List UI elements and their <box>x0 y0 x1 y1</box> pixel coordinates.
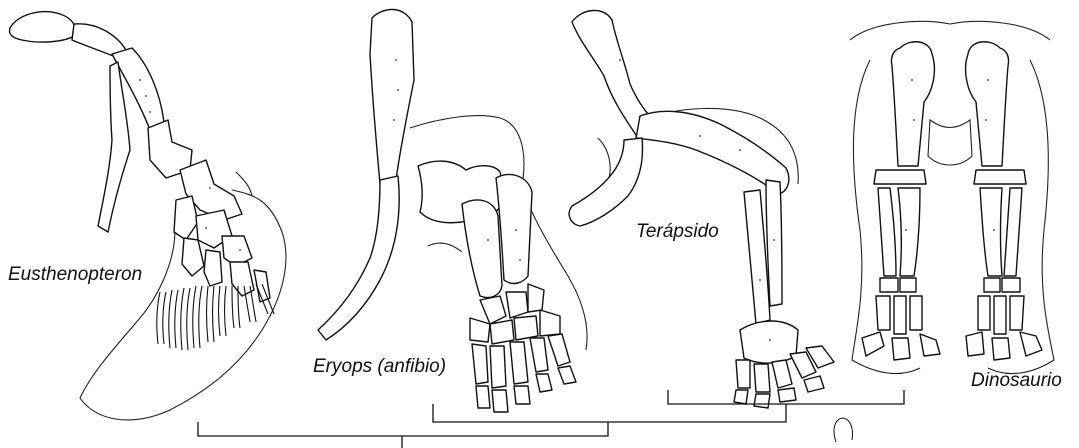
label-eryops: Eryops (anfibio) <box>313 356 446 377</box>
eusthenopteron-fin <box>10 12 286 420</box>
fin-rays <box>157 284 274 350</box>
label-terapsido: Terápsido <box>636 221 719 242</box>
label-eusthenopteron: Eusthenopteron <box>8 264 142 285</box>
terapsido-limb <box>569 10 834 408</box>
label-dinosaurio: Dinosaurio <box>971 370 1062 391</box>
corner-mark-icon <box>834 418 853 442</box>
eryops-limb <box>318 9 587 412</box>
dinosaurio-limbs <box>850 21 1054 373</box>
phylogenetic-tree <box>198 390 904 448</box>
